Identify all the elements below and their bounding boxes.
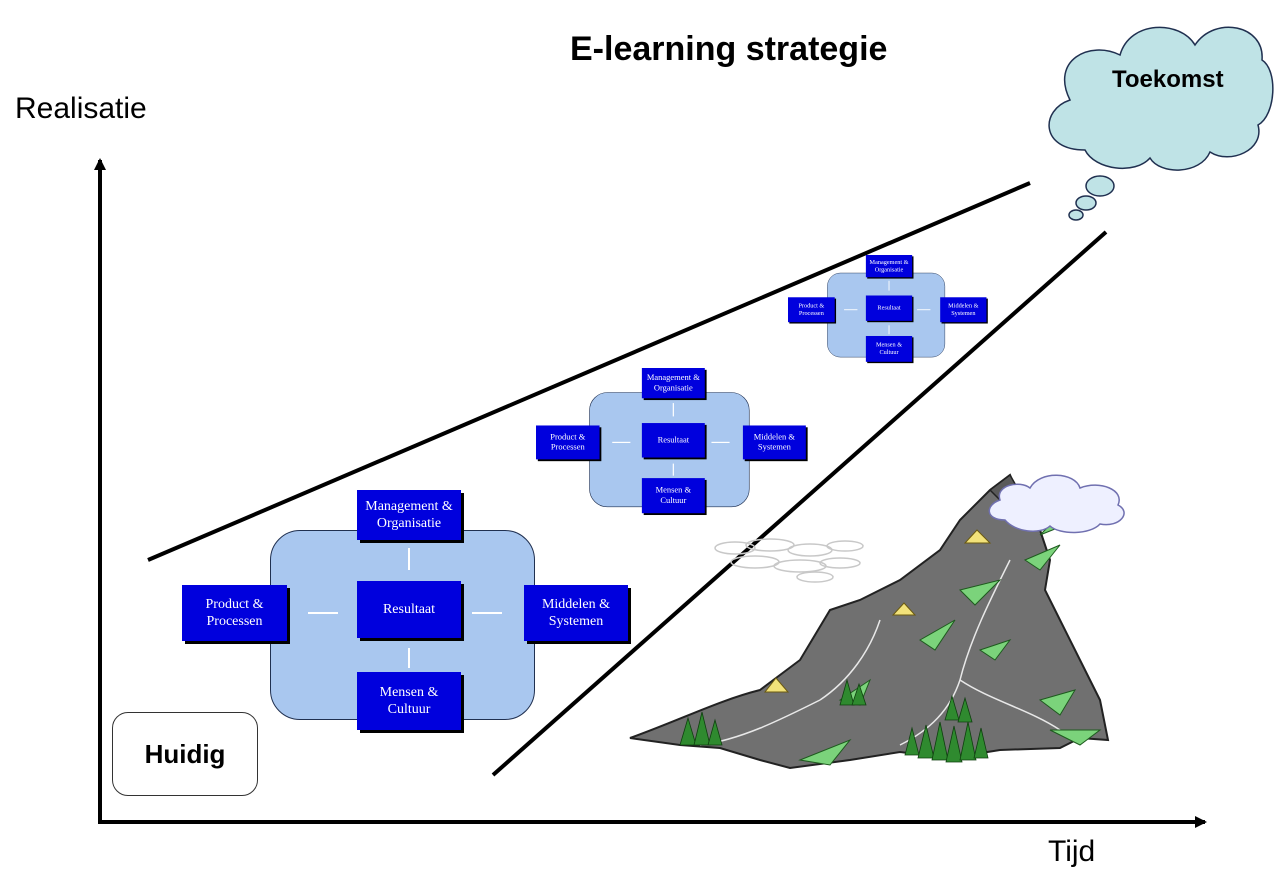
node-resultaat: Resultaat	[865, 295, 913, 321]
connector	[472, 612, 502, 614]
connector	[612, 441, 631, 443]
connector	[711, 441, 730, 443]
node-mensen-cultuur: Mensen & Cultuur	[641, 478, 705, 514]
connector	[672, 403, 674, 417]
node-product-processen: Product & Processen	[536, 425, 600, 460]
node-product-processen: Product & Processen	[182, 585, 287, 641]
connector	[672, 463, 674, 476]
connector	[408, 548, 410, 570]
peak-cloud-icon	[988, 474, 1125, 534]
connector	[844, 309, 858, 310]
start-state-label: Huidig	[144, 738, 226, 769]
node-middelen-systemen: Middelen & Systemen	[940, 297, 987, 323]
node-resultaat: Resultaat	[357, 581, 461, 638]
node-resultaat: Resultaat	[641, 423, 705, 458]
mountain-illustration	[629, 473, 1125, 770]
node-management-organisatie: Management & Organisatie	[641, 368, 705, 399]
node-mensen-cultuur: Mensen & Cultuur	[357, 672, 461, 730]
mist-icon	[714, 538, 864, 583]
connector	[888, 280, 890, 291]
connector	[917, 309, 931, 310]
node-product-processen: Product & Processen	[788, 297, 835, 323]
start-state-box: Huidig	[112, 712, 258, 796]
node-management-organisatie: Management & Organisatie	[865, 255, 913, 278]
page-title: E-learning strategie	[570, 30, 888, 68]
node-middelen-systemen: Middelen & Systemen	[742, 425, 806, 460]
cloud-icon	[1048, 26, 1274, 221]
connector	[308, 612, 338, 614]
node-management-organisatie: Management & Organisatie	[357, 490, 461, 540]
x-axis-label: Tijd	[1048, 835, 1096, 868]
connector	[408, 648, 410, 668]
connector	[888, 325, 890, 335]
y-axis-label: Realisatie	[15, 92, 147, 125]
upper-bound-line	[147, 181, 1031, 562]
node-mensen-cultuur: Mensen & Cultuur	[865, 335, 913, 362]
future-label: Toekomst	[1112, 66, 1224, 93]
lower-bound-line	[491, 230, 1108, 777]
node-middelen-systemen: Middelen & Systemen	[524, 585, 628, 641]
